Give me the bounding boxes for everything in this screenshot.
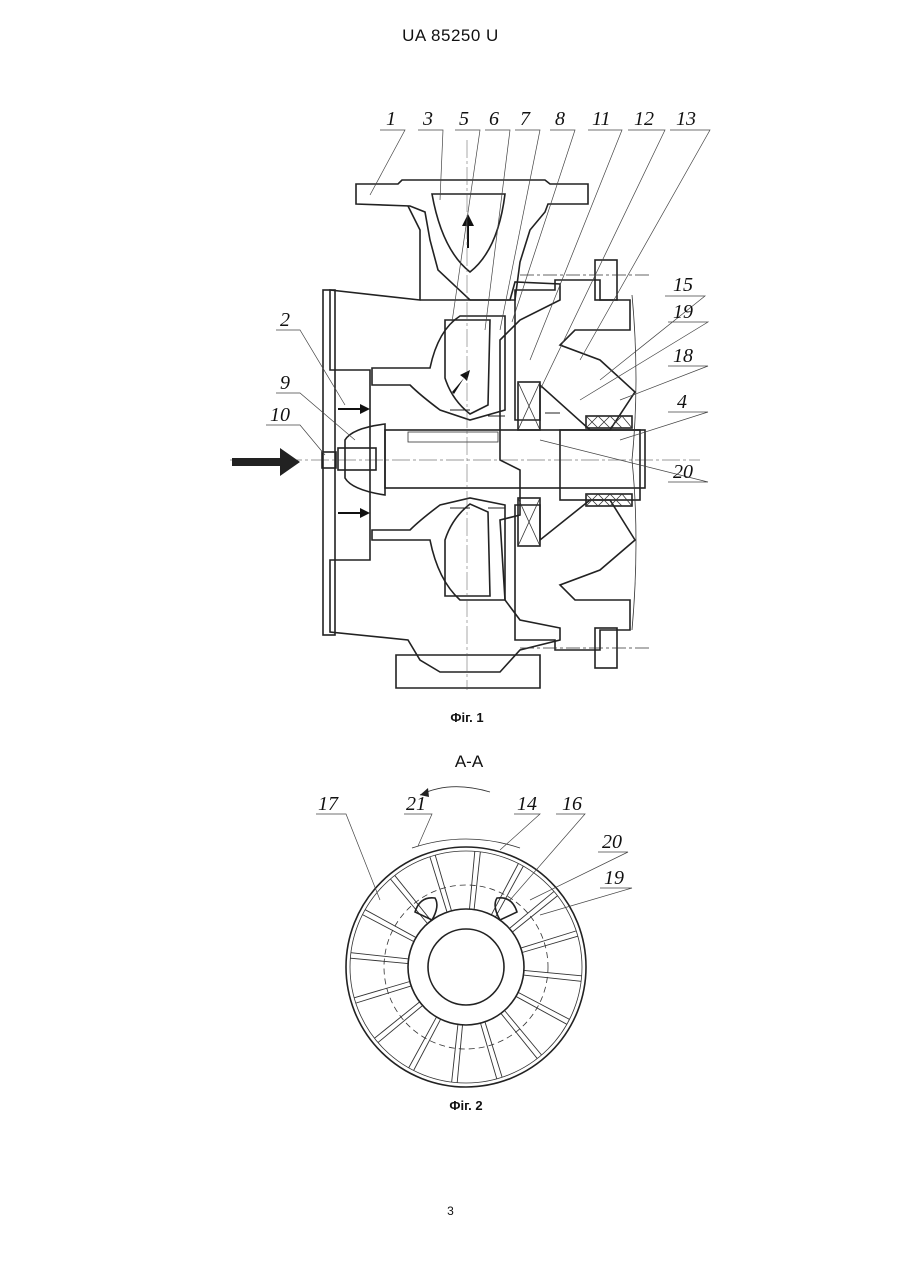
hub-nose	[345, 424, 385, 495]
outer-rim	[346, 847, 586, 1087]
hub-ring	[408, 909, 524, 1025]
svg-text:19: 19	[673, 301, 693, 323]
vane-line	[457, 1025, 462, 1083]
vane-line	[378, 1005, 423, 1042]
svg-text:16: 16	[562, 793, 582, 815]
impeller-bottom	[372, 498, 505, 600]
impeller-channel-top	[445, 320, 490, 414]
vane-line	[518, 992, 569, 1019]
svg-text:17: 17	[318, 793, 339, 815]
vane-line	[409, 1017, 437, 1068]
vane-line	[374, 1002, 419, 1038]
bore	[428, 929, 504, 1005]
svg-text:18: 18	[673, 345, 693, 367]
svg-text:20: 20	[673, 461, 693, 483]
svg-text:11: 11	[592, 108, 611, 130]
seal-packing-upper	[586, 416, 632, 428]
break-line	[632, 295, 636, 630]
vane-line	[365, 910, 416, 938]
svg-text:15: 15	[673, 274, 693, 296]
small-flow-arrows	[450, 410, 560, 508]
svg-text:20: 20	[602, 831, 622, 853]
figure-1-caption: Фіг. 1	[450, 710, 483, 725]
svg-text:5: 5	[459, 108, 469, 130]
svg-text:21: 21	[406, 793, 426, 815]
vane-line	[516, 996, 567, 1024]
vane-line	[501, 1013, 537, 1058]
shaft-key	[408, 432, 498, 442]
svg-text:4: 4	[677, 391, 687, 413]
section-title: A-A	[455, 752, 484, 771]
vane-line	[504, 1010, 541, 1055]
suction-wall	[323, 290, 335, 635]
svg-text:3: 3	[422, 108, 433, 130]
outlet-flange	[356, 180, 588, 300]
svg-text:14: 14	[517, 793, 537, 815]
figure-2-labels: 17 21 14 16 20 19	[318, 793, 624, 889]
svg-text:9: 9	[280, 372, 290, 394]
bearing-housing	[515, 280, 635, 430]
vane-line	[524, 970, 582, 975]
svg-text:2: 2	[280, 309, 290, 331]
vane-line	[512, 896, 557, 932]
impeller-channel-bottom	[445, 504, 490, 596]
vane-line	[469, 851, 474, 909]
shaft	[385, 430, 645, 488]
shaft-sleeve	[560, 430, 640, 500]
page-number: 3	[0, 1204, 901, 1218]
vane-line	[351, 953, 409, 959]
vane-line	[452, 1024, 458, 1082]
svg-text:8: 8	[555, 108, 565, 130]
impeller-top	[372, 316, 505, 420]
svg-text:6: 6	[489, 108, 499, 130]
flow-arrow-lower	[338, 508, 370, 518]
svg-text:10: 10	[270, 404, 290, 426]
figure-2-disc-section	[346, 839, 586, 1087]
slot-left	[415, 898, 437, 920]
flow-arrow-diagonal	[452, 370, 470, 394]
inlet-arrow	[232, 448, 300, 476]
figure-1-pump-section	[230, 140, 700, 690]
svg-text:19: 19	[604, 867, 624, 889]
svg-text:1: 1	[386, 108, 396, 130]
svg-text:12: 12	[634, 108, 654, 130]
figure-2-caption: Фіг. 2	[449, 1098, 482, 1113]
svg-text:7: 7	[520, 108, 531, 130]
vane-line	[474, 852, 480, 910]
flow-arrow-upper	[338, 404, 370, 414]
rotation-arrow	[420, 787, 490, 795]
vane-line	[414, 1019, 441, 1070]
vane-line	[495, 866, 523, 917]
vane-line	[523, 975, 581, 981]
vane-line	[363, 915, 414, 942]
radial-vanes	[350, 851, 581, 1082]
vane-line	[350, 958, 408, 963]
svg-text:13: 13	[676, 108, 696, 130]
